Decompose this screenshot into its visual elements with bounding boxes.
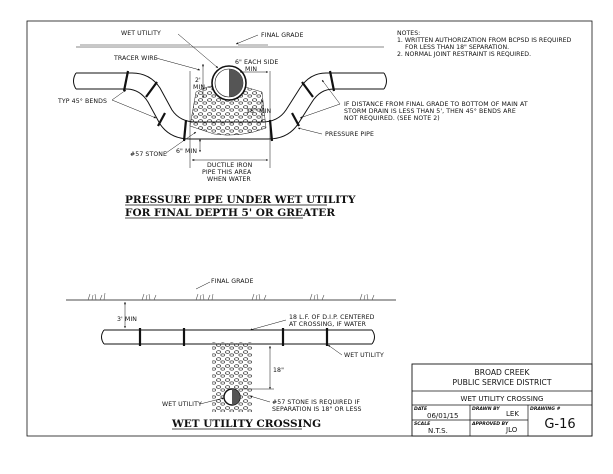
note-line-2: FOR LESS THAN 18" SEPARATION. xyxy=(405,44,509,51)
note-line-1: 1. WRITTEN AUTHORIZATION FROM BCPSD IS R… xyxy=(397,37,572,44)
pipe-end xyxy=(73,72,77,90)
date-label: DATE xyxy=(414,406,428,412)
label-dip-1: 18 L.F. OF D.I.P. CENTERED xyxy=(289,314,375,321)
label-stone: #57 STONE xyxy=(130,151,167,158)
leader-bends-left xyxy=(111,89,127,101)
leader-if-distance xyxy=(299,103,341,119)
label-wet-utility: WET UTILITY xyxy=(121,30,161,37)
label-three-min: 3' MIN xyxy=(117,316,137,323)
pipe-ends xyxy=(101,329,375,345)
leader-stone xyxy=(165,131,197,154)
drawn-value: LEK xyxy=(506,410,519,418)
detail-title-line-2: FOR FINAL DEPTH 5' OR GREATER xyxy=(125,207,335,219)
title-block: BROAD CREEK PUBLIC SERVICE DISTRICT WET … xyxy=(411,363,593,437)
pressure-pipe-top xyxy=(76,72,384,123)
label-final-grade: FINAL GRADE xyxy=(261,32,304,39)
grade-hatch xyxy=(80,44,190,47)
label-if-distance-1: IF DISTANCE FROM FINAL GRADE TO BOTTOM O… xyxy=(344,101,528,108)
horizontal-pipe xyxy=(104,329,372,345)
leader-wet-utility-left xyxy=(199,397,225,405)
detail-pressure-pipe: 6" EACH SIDE MIN 2' MIN 18" MIN 6" MIN D… xyxy=(57,30,528,219)
pipe-joints xyxy=(122,70,336,142)
wet-utility-pipe-section xyxy=(211,65,247,101)
leader-tracer-wire xyxy=(155,57,201,71)
label-each-side: 6" EACH SIDE xyxy=(235,59,278,66)
grade-hatch xyxy=(238,44,268,47)
label-eighteen: 18" xyxy=(273,367,284,374)
sheet-border xyxy=(26,20,593,437)
grass-hatch xyxy=(87,292,375,301)
label-if-distance-2: STORM DRAIN IS LESS THAN 5', THEN 45° BE… xyxy=(344,107,516,115)
label-stone-bottom-2: SEPARATION IS 18" OR LESS xyxy=(272,406,362,413)
label-each-side-min: MIN xyxy=(245,66,257,73)
leader-wet-utility-right xyxy=(327,344,343,356)
label-two-min-b: MIN xyxy=(193,84,205,91)
label-ductile-1: DUCTILE IRON xyxy=(207,162,253,169)
scale-value: N.T.S. xyxy=(428,427,448,435)
note-line-3: 2. NORMAL JOINT RESTRAINT IS REQUIRED. xyxy=(397,51,531,58)
label-stone-bottom-1: #57 STONE IS REQUIRED IF xyxy=(272,399,360,406)
label-if-distance-3: NOT REQUIRED. (SEE NOTE 2) xyxy=(344,115,440,122)
label-wet-utility-left: WET UTILITY xyxy=(162,401,202,408)
label-pressure-pipe: PRESSURE PIPE xyxy=(325,131,374,138)
label-typ-bends: TYP 45° BENDS xyxy=(57,97,107,105)
org-line-1: BROAD CREEK xyxy=(475,368,531,377)
notes-block: NOTES: 1. WRITTEN AUTHORIZATION FROM BCP… xyxy=(397,30,572,58)
approved-label: APPROVED BY xyxy=(471,421,509,427)
detail-title-line-1: PRESSURE PIPE UNDER WET UTILITY xyxy=(125,194,356,206)
approved-value: JLO xyxy=(505,426,518,434)
label-eighteen-min: 18" MIN xyxy=(246,108,271,115)
leader-stone-bottom xyxy=(249,395,271,403)
leader-if-distance xyxy=(321,79,341,105)
leader-final-grade xyxy=(235,34,259,45)
label-ductile-2: PIPE THIS AREA xyxy=(202,169,252,176)
label-tracer-wire: TRACER WIRE xyxy=(113,55,158,62)
drawing-title: WET UTILITY CROSSING xyxy=(461,395,544,403)
pipe-joints-bottom xyxy=(138,328,329,346)
drawing-number-value: G-16 xyxy=(544,417,575,432)
detail-title-bottom: WET UTILITY CROSSING xyxy=(171,418,321,430)
label-dip-2: AT CROSSING, IF WATER xyxy=(289,321,367,328)
drawing-number-label: DRAWING # xyxy=(530,406,561,412)
leader-final-grade-bottom xyxy=(195,281,211,290)
leader-bends-left xyxy=(111,99,157,119)
label-final-grade-bottom: FINAL GRADE xyxy=(211,278,254,285)
label-six-min: 6" MIN xyxy=(176,148,197,155)
date-value: 06/01/15 xyxy=(427,412,458,420)
leader-pressure-pipe xyxy=(297,127,323,135)
label-wet-utility-right: WET UTILITY xyxy=(344,352,384,359)
leader-wet-utility xyxy=(177,33,219,69)
leader-dip xyxy=(249,319,287,331)
pipe-end xyxy=(383,72,387,90)
wet-utility-crossing-pipe xyxy=(223,388,241,406)
notes-heading: NOTES: xyxy=(397,30,420,37)
org-line-2: PUBLIC SERVICE DISTRICT xyxy=(453,378,552,387)
label-ductile-3: WHEN WATER xyxy=(207,176,251,183)
label-two-min-a: 2' xyxy=(195,77,201,84)
scale-label: SCALE xyxy=(414,421,431,427)
drawn-label: DRAWN BY xyxy=(472,406,500,412)
pressure-pipe-bottom xyxy=(76,88,384,140)
detail-wet-utility-crossing: FINAL GRADE 3' MIN 18" 18 L.F. OF D.I.P xyxy=(66,278,396,430)
